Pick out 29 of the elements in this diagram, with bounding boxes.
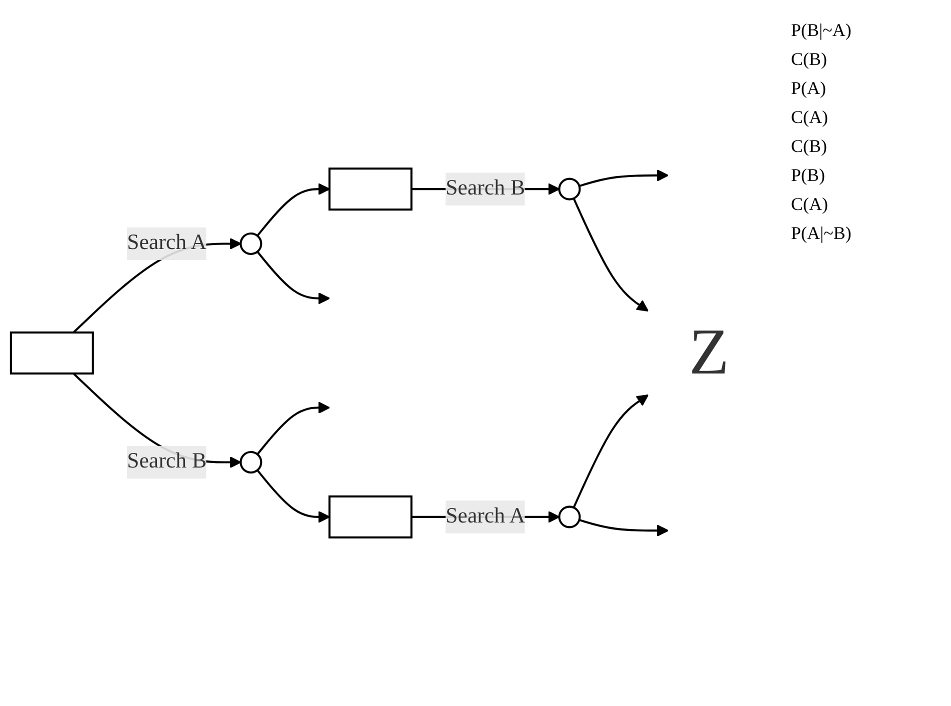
probability-cost-label: C(B) xyxy=(791,136,828,157)
arrow xyxy=(256,470,330,523)
node-circle xyxy=(240,451,262,474)
arrow xyxy=(256,251,330,304)
node-box xyxy=(328,168,412,211)
probability-cost-label: P(A|~B) xyxy=(791,223,852,244)
arrow xyxy=(579,518,669,537)
arrow xyxy=(572,394,649,508)
decision-tree-diagram: Search A Search B Search B Search A Z xyxy=(0,144,781,562)
edge-label: Search A xyxy=(446,504,526,528)
node-box xyxy=(10,331,94,375)
node-box xyxy=(328,495,412,538)
probability-cost-label: P(A) xyxy=(791,78,827,99)
arrow xyxy=(579,169,669,188)
arrow xyxy=(256,183,330,236)
edge-label: Search A xyxy=(127,231,207,255)
node-circle xyxy=(558,178,581,200)
edge-label: Search B xyxy=(127,450,207,474)
probability-cost-label: C(A) xyxy=(791,194,829,215)
probability-cost-label: P(B) xyxy=(791,165,826,186)
arrow xyxy=(256,402,330,455)
arrow xyxy=(572,198,649,312)
node-circle xyxy=(558,506,581,528)
node-text: Z xyxy=(689,316,730,389)
probability-cost-label: C(B) xyxy=(791,49,828,70)
probability-cost-label: C(A) xyxy=(791,107,829,128)
node-circle xyxy=(240,232,262,255)
probability-cost-label: P(B|~A) xyxy=(791,20,852,41)
edge-label: Search B xyxy=(446,176,526,200)
